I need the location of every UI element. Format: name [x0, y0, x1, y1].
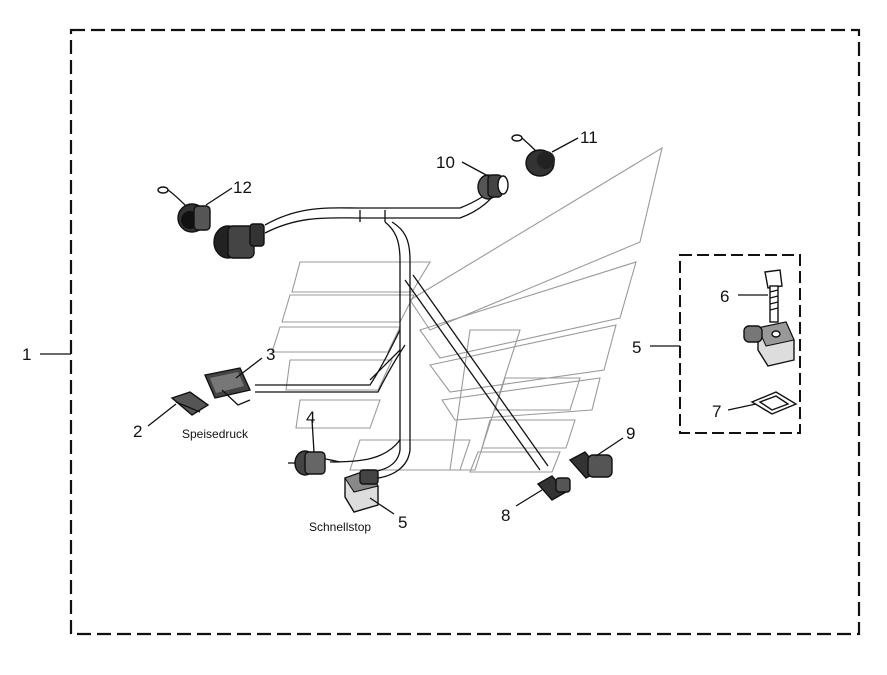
leader-lines [40, 137, 768, 515]
detail-frame [679, 254, 801, 434]
callout-12: 12 [233, 178, 252, 197]
callout-10: 10 [436, 153, 455, 172]
connector-3 [204, 367, 251, 406]
label-speisedruck: Speisedruck [182, 427, 249, 441]
callout-2: 2 [133, 422, 142, 441]
bolt-6 [764, 269, 783, 323]
label-schnellstop: Schnellstop [309, 520, 371, 534]
callout-6: 6 [720, 287, 729, 306]
connector-4 [288, 450, 326, 476]
callout-7: 7 [712, 402, 721, 421]
connector-11 [511, 134, 555, 177]
connector-8 [536, 475, 571, 501]
harness-wires [255, 185, 549, 479]
connector-10 [477, 174, 509, 200]
connector-12 [157, 186, 211, 233]
callout-5-detail: 5 [632, 338, 641, 357]
solenoid-5 [344, 469, 379, 513]
connector-2 [170, 391, 210, 416]
callout-8: 8 [501, 506, 510, 525]
callout-5: 5 [398, 513, 407, 532]
callout-3: 3 [266, 345, 275, 364]
callout-9: 9 [626, 424, 635, 443]
connector-9 [568, 451, 613, 479]
callout-11: 11 [580, 128, 598, 147]
assembly-frame [69, 28, 861, 636]
solenoid-detail [743, 321, 795, 367]
connector-plug-main [213, 223, 265, 259]
watermark-logo [271, 146, 663, 473]
callout-4: 4 [306, 408, 315, 427]
gasket-7 [750, 391, 798, 415]
callout-1: 1 [22, 345, 31, 364]
